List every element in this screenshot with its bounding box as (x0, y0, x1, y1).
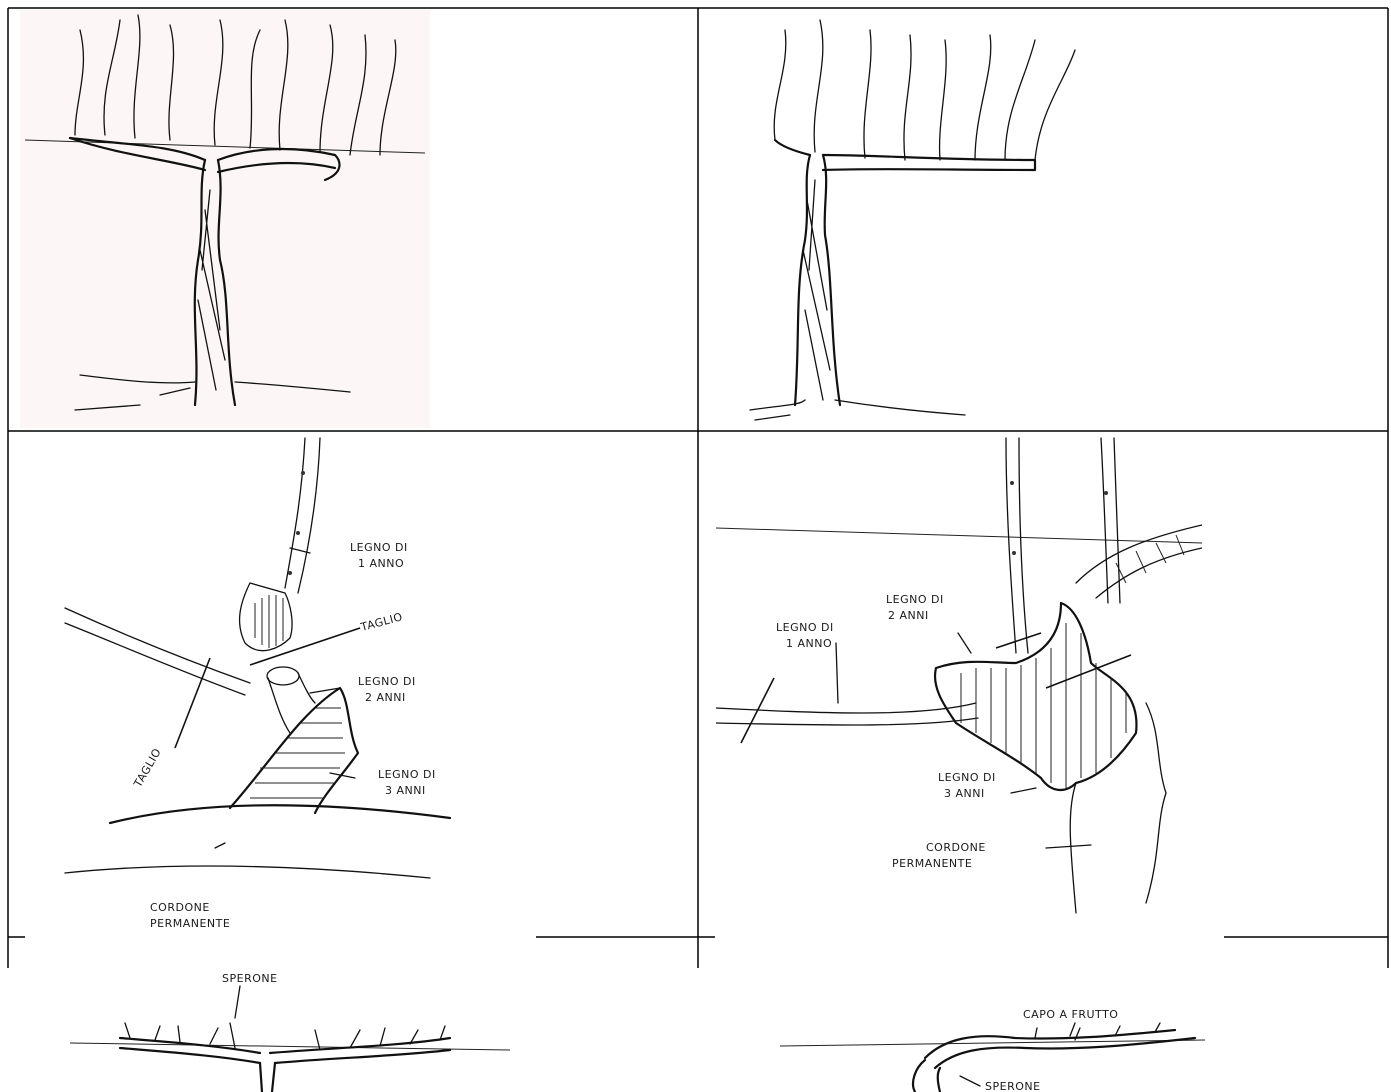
label-capo-a-frutto: CAPO A FRUTTO (1023, 1008, 1118, 1021)
label-legno-1-anno-line2: 1 ANNO (786, 637, 832, 650)
pruning-diagram-1: LEGNO DI 1 ANNO TAGLIO TAGLIO LEGNO DI 2… (40, 433, 535, 933)
label-sperone: SPERONE (222, 972, 278, 985)
label-legno-2-anni-line1: LEGNO DI (358, 675, 416, 688)
pruning-diagram-2: LEGNO DI 2 ANNI LEGNO DI 1 ANNO LEGNO DI… (716, 433, 1202, 923)
label-sperone: SPERONE (985, 1080, 1041, 1092)
label-legno-2-anni-line2: 2 ANNI (365, 691, 406, 704)
label-legno-1-anno-line2: 1 ANNO (358, 557, 404, 570)
label-legno-1-anno-line1: LEGNO DI (776, 621, 834, 634)
label-cordone-line1: CORDONE (926, 841, 986, 854)
label-taglio-left: TAGLIO (131, 746, 164, 790)
label-taglio-top: TAGLIO (358, 610, 404, 634)
vine-sketch-2 (715, 10, 1087, 428)
label-cordone-line2: PERMANENTE (892, 857, 972, 870)
cane-pruning-sketch: CAPO A FRUTTO SPERONE (775, 968, 1215, 1092)
label-legno-3-anni-line2: 3 ANNI (385, 784, 426, 797)
spur-pruning-sketch: SPERONE (60, 968, 520, 1092)
vine-sketch-1 (20, 10, 430, 428)
label-legno-2-anni-line1: LEGNO DI (886, 593, 944, 606)
label-legno-3-anni-line1: LEGNO DI (938, 771, 996, 784)
label-legno-3-anni-line2: 3 ANNI (944, 787, 985, 800)
label-legno-2-anni-line2: 2 ANNI (888, 609, 929, 622)
label-legno-1-anno-line1: LEGNO DI (350, 541, 408, 554)
label-cordone-line1: CORDONE (150, 901, 210, 914)
label-legno-3-anni-line1: LEGNO DI (378, 768, 436, 781)
label-cordone-line2: PERMANENTE (150, 917, 230, 930)
